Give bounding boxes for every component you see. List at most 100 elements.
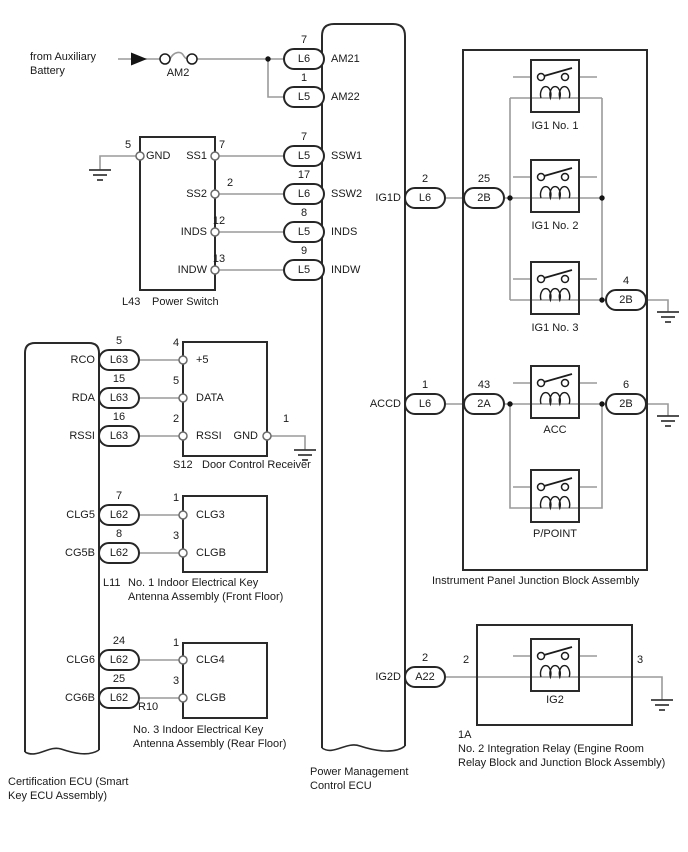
powerswitch-pin-7: 7 <box>218 139 226 151</box>
powerswitch-code: L43 <box>122 296 141 308</box>
certecu-terminal-clg6: CLG6 <box>66 654 95 666</box>
integration-relay-code: 1A <box>458 729 472 741</box>
relay-contact <box>536 651 546 661</box>
wires <box>99 51 669 700</box>
relay-coil-icon <box>539 185 571 201</box>
junction-block-name: Instrument Panel Junction Block Assembly <box>432 575 640 587</box>
pin-circle <box>178 693 188 703</box>
pin-circle <box>178 355 188 365</box>
connector-rda-pin-number: 15 <box>112 373 126 385</box>
connector-ssw2: L6 <box>283 183 325 205</box>
antenna1-name-line1: No. 1 Indoor Electrical Key <box>128 577 259 589</box>
pin-circle <box>262 431 272 441</box>
fuse-wave <box>169 51 189 60</box>
powerswitch-terminal-ss2: SS2 <box>186 188 207 200</box>
antenna2-box <box>182 642 268 719</box>
acc-gnd-wire <box>647 403 669 416</box>
connector-jb-acc-in: 2A <box>463 393 505 415</box>
component-boxes <box>24 23 648 755</box>
certecu-terminal-rco: RCO <box>70 354 95 366</box>
relay-ig1no1 <box>513 59 597 113</box>
connector-ssw1: L5 <box>283 145 325 167</box>
antenna2-pin-1: 1 <box>172 637 180 649</box>
connector-am22: L5 <box>283 86 325 108</box>
pin-circles <box>135 151 272 703</box>
integration-relay-box <box>476 624 633 726</box>
powerswitch-terminal-ss1: SS1 <box>186 150 207 162</box>
source-note-line2: Battery <box>30 65 65 77</box>
relay-ig1no3-label: IG1 No. 3 <box>531 322 579 334</box>
ground-icons <box>89 169 679 711</box>
antenna2-name-line1: No. 3 Indoor Electrical Key <box>133 724 264 736</box>
relay-contact <box>560 378 570 388</box>
power-management-ecu-box <box>321 23 406 748</box>
powerswitch-pin-2: 2 <box>226 177 234 189</box>
antenna1-pin-3: 3 <box>172 530 180 542</box>
powerswitch-name: Power Switch <box>152 296 219 308</box>
connector-accd-pin-number: 1 <box>421 379 429 391</box>
pin-circle <box>178 548 188 558</box>
receiver-terminal-plus5: +5 <box>196 354 209 366</box>
ecu-terminal-ssw1: SSW1 <box>331 150 363 162</box>
power-switch-box <box>139 136 216 291</box>
relay-body <box>530 261 580 315</box>
pin-circle <box>210 151 220 161</box>
relay-ig1no2 <box>513 159 597 213</box>
connector-ig2d-pin-number: 2 <box>421 652 429 664</box>
pin-circle <box>178 393 188 403</box>
connector-jb-acc-in-pin-number: 43 <box>477 379 491 391</box>
connector-ssw1-pin-number: 7 <box>300 131 308 143</box>
relay-body <box>530 59 580 113</box>
receiver-terminal-data: DATA <box>196 392 224 404</box>
pin-circle <box>135 151 145 161</box>
receiver-name: Door Control Receiver <box>202 459 311 471</box>
receiver-terminal-gnd: GND <box>233 430 258 442</box>
connector-am21: L6 <box>283 48 325 70</box>
relay-ppoint-label: P/POINT <box>532 528 577 540</box>
pin-circle <box>210 265 220 275</box>
connector-jb-acc-out-pin-number: 6 <box>622 379 630 391</box>
connector-ig2d: A22 <box>404 666 446 688</box>
fuse-terminal-left <box>159 53 171 65</box>
powerswitch-pin-13: 13 <box>212 253 226 265</box>
powerswitch-pin-5: 5 <box>124 139 132 151</box>
receiver-pin-2: 2 <box>172 413 180 425</box>
receiver-pin-4: 4 <box>172 337 180 349</box>
relay-contact <box>536 274 546 284</box>
relay-ig1no3 <box>513 261 597 315</box>
pin-circle <box>178 655 188 665</box>
certecu-terminal-cg5b: CG5B <box>65 547 95 559</box>
connector-ig1d: L6 <box>404 187 446 209</box>
integration-relay-pin-3: 3 <box>636 654 644 666</box>
powerswitch-terminal-inds: INDS <box>180 226 207 238</box>
antenna1-terminal-clgb: CLGB <box>196 547 226 559</box>
connector-rssi: L63 <box>98 425 140 447</box>
connector-ig1d-pin-number: 2 <box>421 173 429 185</box>
receiver-terminal-rssi: RSSI <box>196 430 222 442</box>
receiver-pin-1: 1 <box>282 413 290 425</box>
fuse-label: AM2 <box>166 67 190 79</box>
connector-rssi-pin-number: 16 <box>112 411 126 423</box>
receiver-pin-5: 5 <box>172 375 180 387</box>
junction-block-box <box>462 49 648 571</box>
connector-clg5: L62 <box>98 504 140 526</box>
connector-accd: L6 <box>404 393 446 415</box>
connector-cg5b: L62 <box>98 542 140 564</box>
relay-contact <box>536 72 546 82</box>
ecu-terminal-indw: INDW <box>331 264 361 276</box>
receiver-gnd-wire <box>267 435 306 450</box>
relay-body <box>530 159 580 213</box>
junction-dot <box>507 401 513 407</box>
certecu-terminal-clg5: CLG5 <box>66 509 95 521</box>
junction-dot <box>599 195 605 201</box>
powerswitch-gnd-wire <box>99 155 140 170</box>
connector-am21-pin-number: 7 <box>300 34 308 46</box>
relay-switch-arm <box>543 269 573 279</box>
connector-cg6b-pin-number: 25 <box>112 673 126 685</box>
powerswitch-terminal-indw: INDW <box>177 264 207 276</box>
antenna1-box <box>182 495 268 573</box>
relay-contact <box>536 172 546 182</box>
connector-rco: L63 <box>98 349 140 371</box>
junction-dots <box>265 56 605 407</box>
connector-rda: L63 <box>98 387 140 409</box>
